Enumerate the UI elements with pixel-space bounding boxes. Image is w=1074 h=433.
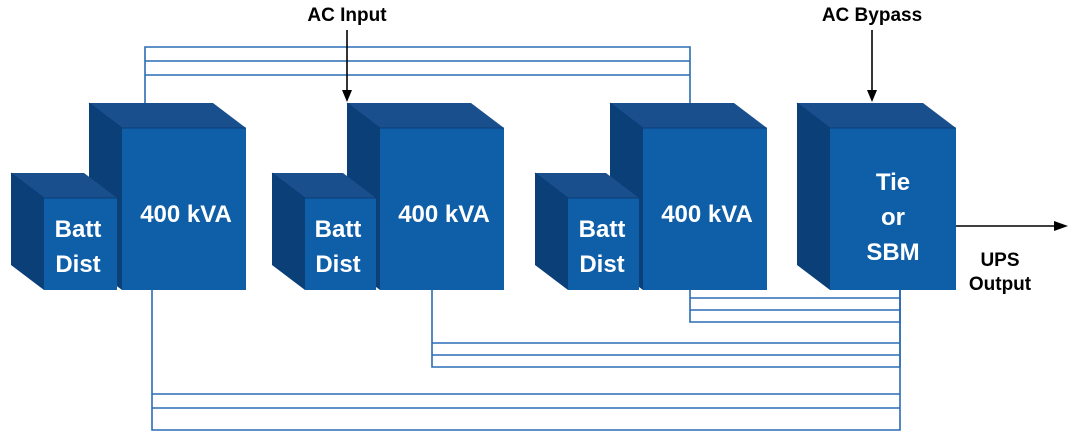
module-1: 400 kVA Batt Dist <box>10 102 246 290</box>
battery-label-line1: Batt <box>55 216 102 243</box>
ac-input: AC Input <box>307 5 387 102</box>
battery-block-3: Batt Dist <box>534 172 639 290</box>
module-3: 400 kVA Batt Dist <box>534 102 767 290</box>
ups-output-arrowhead <box>1054 221 1068 231</box>
tie-label-line2: or <box>881 204 905 231</box>
battery-label-line2: Dist <box>315 251 360 278</box>
ac-bypass: AC Bypass <box>822 5 922 102</box>
battery-label-line1: Batt <box>579 216 626 243</box>
battery-label-line1: Batt <box>315 216 362 243</box>
battery-label-line2: Dist <box>55 251 100 278</box>
ac-bypass-label: AC Bypass <box>822 5 922 26</box>
ac-input-arrowhead <box>342 90 352 102</box>
ups-output-label-line1: UPS <box>980 250 1019 271</box>
battery-block-1: Batt Dist <box>10 172 117 290</box>
module-2: 400 kVA Batt Dist <box>271 102 504 290</box>
tie-label-line1: Tie <box>876 169 910 196</box>
ups-output: UPS Output <box>956 221 1068 295</box>
ups-rating-label: 400 kVA <box>661 201 753 228</box>
battery-label-line2: Dist <box>579 251 624 278</box>
input-bus-wires <box>144 46 691 103</box>
ups-rating-label: 400 kVA <box>398 201 490 228</box>
ups-output-label-line2: Output <box>969 274 1032 295</box>
tie-label-line3: SBM <box>866 239 919 266</box>
battery-block-2: Batt Dist <box>271 172 376 290</box>
tie-sbm-block: Tie or SBM <box>796 102 956 290</box>
output-bus-wires <box>151 290 901 431</box>
ups-rating-label: 400 kVA <box>140 201 232 228</box>
ac-bypass-arrowhead <box>867 90 877 102</box>
ac-input-label: AC Input <box>307 5 387 26</box>
